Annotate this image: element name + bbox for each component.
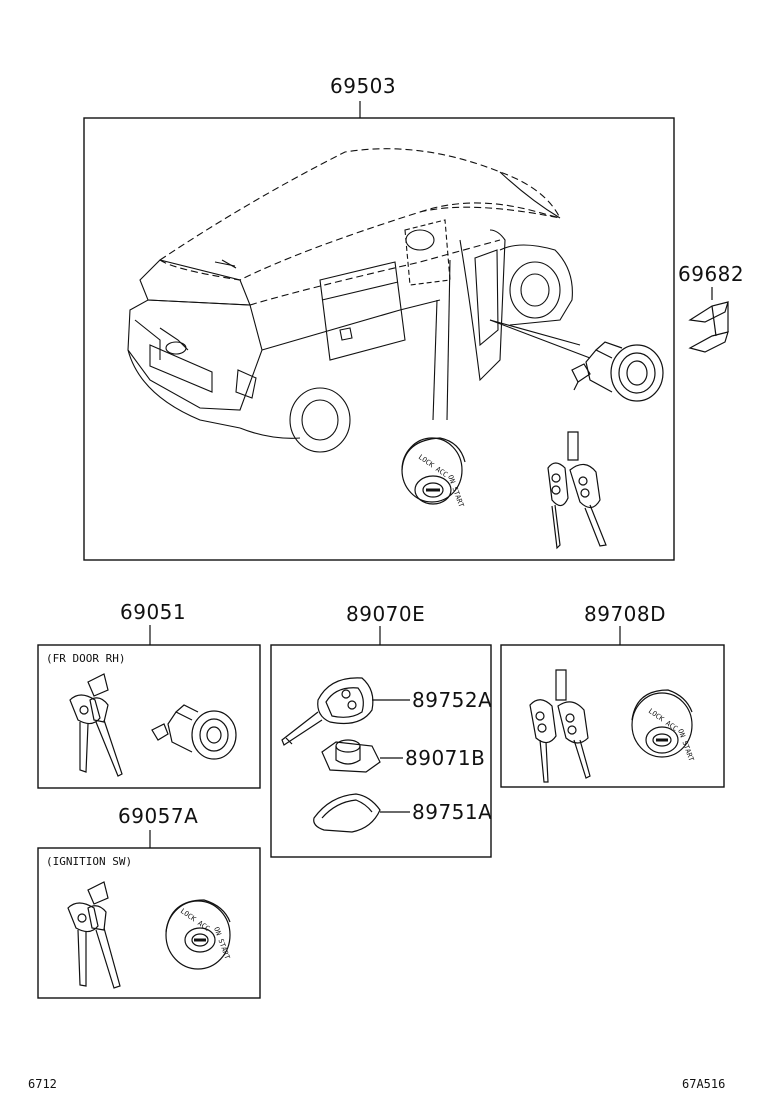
clip-part xyxy=(688,287,729,353)
vehicle-illustration xyxy=(127,148,591,453)
fr-door-set-group xyxy=(37,625,261,789)
part-label-69682[interactable]: 69682 xyxy=(678,262,745,286)
main-assembly-group: LOCK ACC ON START xyxy=(83,101,675,561)
receiver-set-group: LOCK ACC ON START xyxy=(500,626,725,788)
transmitter-set-box xyxy=(270,644,492,858)
key-pair xyxy=(547,431,607,550)
part-label-89752A[interactable]: 89752A xyxy=(412,688,493,712)
receiver-set-box xyxy=(500,644,725,788)
ignition-set-box xyxy=(37,847,261,999)
note-ignition: (IGNITION SW) xyxy=(46,855,133,868)
part-label-89071B[interactable]: 89071B xyxy=(405,746,486,770)
note-fr-door: (FR DOOR RH) xyxy=(46,652,126,665)
svg-text:LOCK ACC: LOCK ACC xyxy=(647,707,679,733)
svg-text:LOCK ACC: LOCK ACC xyxy=(417,453,449,479)
part-label-69051[interactable]: 69051 xyxy=(120,600,187,624)
footer-diagram-id: 67A516 xyxy=(682,1077,726,1091)
svg-text:ON START: ON START xyxy=(676,728,695,763)
part-label-89751A[interactable]: 89751A xyxy=(412,800,493,824)
part-label-89070E[interactable]: 89070E xyxy=(346,602,426,626)
main-assembly-box xyxy=(83,117,675,561)
transmitter-set-group xyxy=(270,626,492,858)
svg-text:ON START: ON START xyxy=(446,474,465,509)
door-lock-cylinder xyxy=(571,341,664,402)
footer-page-number: 6712 xyxy=(28,1077,57,1091)
part-label-69503[interactable]: 69503 xyxy=(330,74,397,98)
ignition-cylinder: LOCK ACC ON START xyxy=(401,437,466,509)
fr-door-set-box xyxy=(37,644,261,789)
part-label-89708D[interactable]: 89708D xyxy=(584,602,667,626)
part-label-69057A[interactable]: 69057A xyxy=(118,804,199,828)
